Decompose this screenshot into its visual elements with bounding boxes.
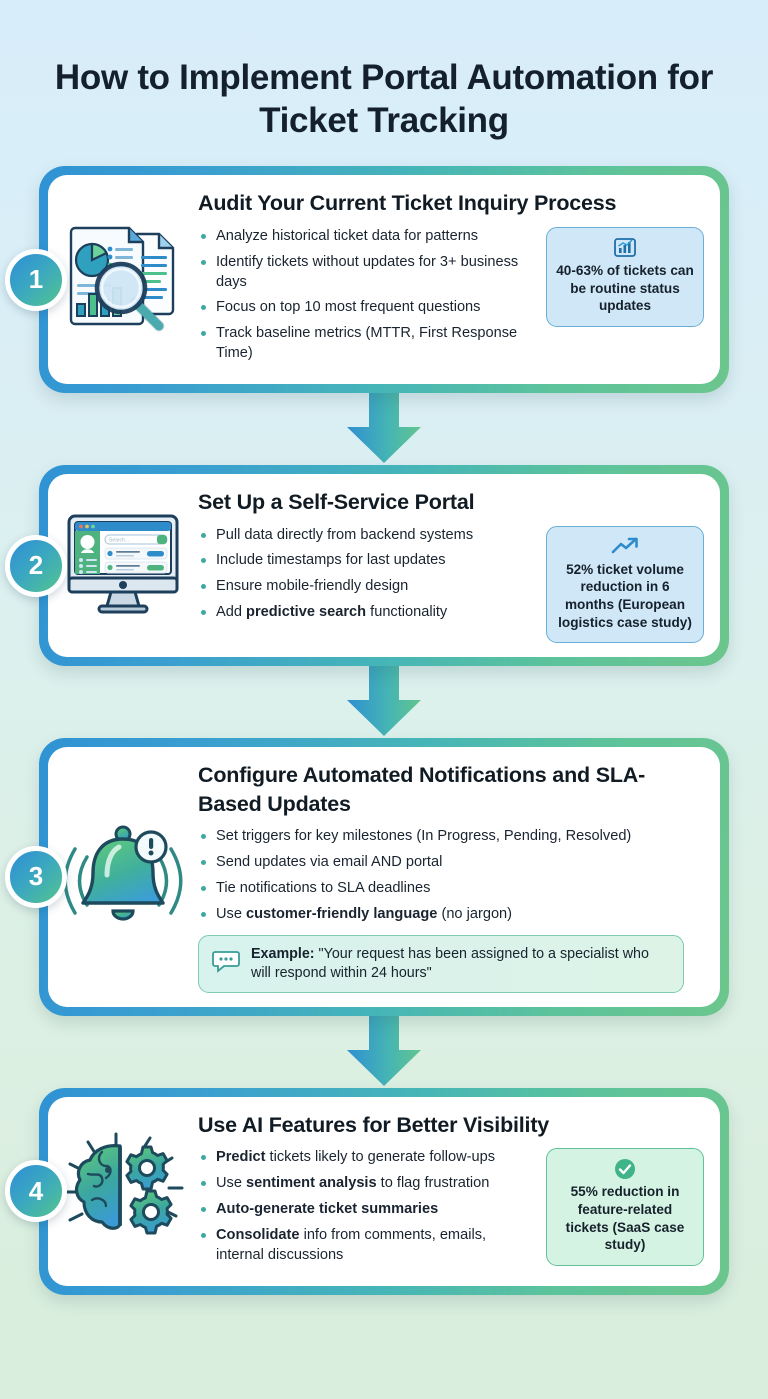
step-bullets-3: Set triggers for key milestones (In Prog… [198,827,696,924]
check-circle-icon [555,1158,695,1180]
step-title-1: Audit Your Current Ticket Inquiry Proces… [198,191,617,216]
list-item: Track baseline metrics (MTTR, First Resp… [198,324,532,364]
stat-badge-2: 52% ticket volume reduction in 6 months … [546,525,704,644]
stat-text-1: 40-63% of tickets can be routine status … [556,262,694,314]
list-item: Analyze historical ticket data for patte… [198,227,532,247]
list-item: Add predictive search functionality [198,603,532,623]
step-card-4: 4 [5,1087,729,1295]
steps-flow: 1 [0,166,768,1295]
step-number-badge-3: 3 [5,845,67,908]
step-title-4: Use AI Features for Better Visibility [198,1112,550,1137]
connector-arrow-3 [0,1015,768,1088]
list-item: Set triggers for key milestones (In Prog… [198,827,696,847]
list-item: Identify tickets without updates for 3+ … [198,253,532,293]
notification-bell-icon [48,817,198,937]
page-title: How to Implement Portal Automation for T… [54,58,714,141]
list-item: Auto-generate ticket summaries [198,1200,532,1220]
list-item: Pull data directly from backend systems [198,526,532,546]
stat-text-4: 55% reduction in feature-related tickets… [565,1184,685,1253]
step-bullets-4: Predict tickets likely to generate follo… [198,1148,532,1271]
step-card-1: 1 [5,166,729,393]
list-item: Predict tickets likely to generate follo… [198,1148,532,1168]
step-number-badge-4: 4 [5,1160,67,1223]
list-item: Tie notifications to SLA deadlines [198,879,696,899]
step-title-2: Set Up a Self-Service Portal [198,489,475,514]
stat-badge-4: 55% reduction in feature-related tickets… [546,1148,704,1267]
step-card-2: 2 Search... [5,464,729,667]
stat-badge-1: 40-63% of tickets can be routine status … [546,226,704,327]
list-item: Ensure mobile-friendly design [198,577,532,597]
step-card-3: 3 [5,738,729,1016]
brain-gears-icon [48,1132,198,1250]
step-bullets-1: Analyze historical ticket data for patte… [198,227,532,370]
step-bullets-2: Pull data directly from backend systems … [198,526,532,629]
list-item: Use sentiment analysis to flag frustrati… [198,1174,532,1194]
stat-text-2: 52% ticket volume reduction in 6 months … [558,561,692,630]
bar-chart-icon [555,237,695,257]
example-label: Example: [251,945,315,962]
list-item: Consolidate info from comments, emails, … [198,1226,532,1266]
desktop-monitor-portal-icon: Search... [48,510,198,622]
connector-arrow-1 [0,392,768,465]
step-number-badge-2: 2 [5,534,67,597]
document-analytics-magnifier-icon [48,220,198,340]
example-callout: Example: "Your request has been assigned… [198,934,684,993]
step-number-badge-1: 1 [5,248,67,311]
example-text: "Your request has been assigned to a spe… [251,945,649,981]
speech-bubble-icon [212,949,240,979]
list-item: Include timestamps for last updates [198,551,532,571]
list-item: Focus on top 10 most frequent questions [198,298,532,318]
trending-up-icon [555,536,695,556]
step-title-3: Configure Automated Notifications and SL… [198,763,646,816]
list-item: Send updates via email AND portal [198,853,696,873]
svg-text:Search...: Search... [109,537,129,543]
connector-arrow-2 [0,666,768,738]
list-item: Use customer-friendly language (no jargo… [198,905,696,925]
